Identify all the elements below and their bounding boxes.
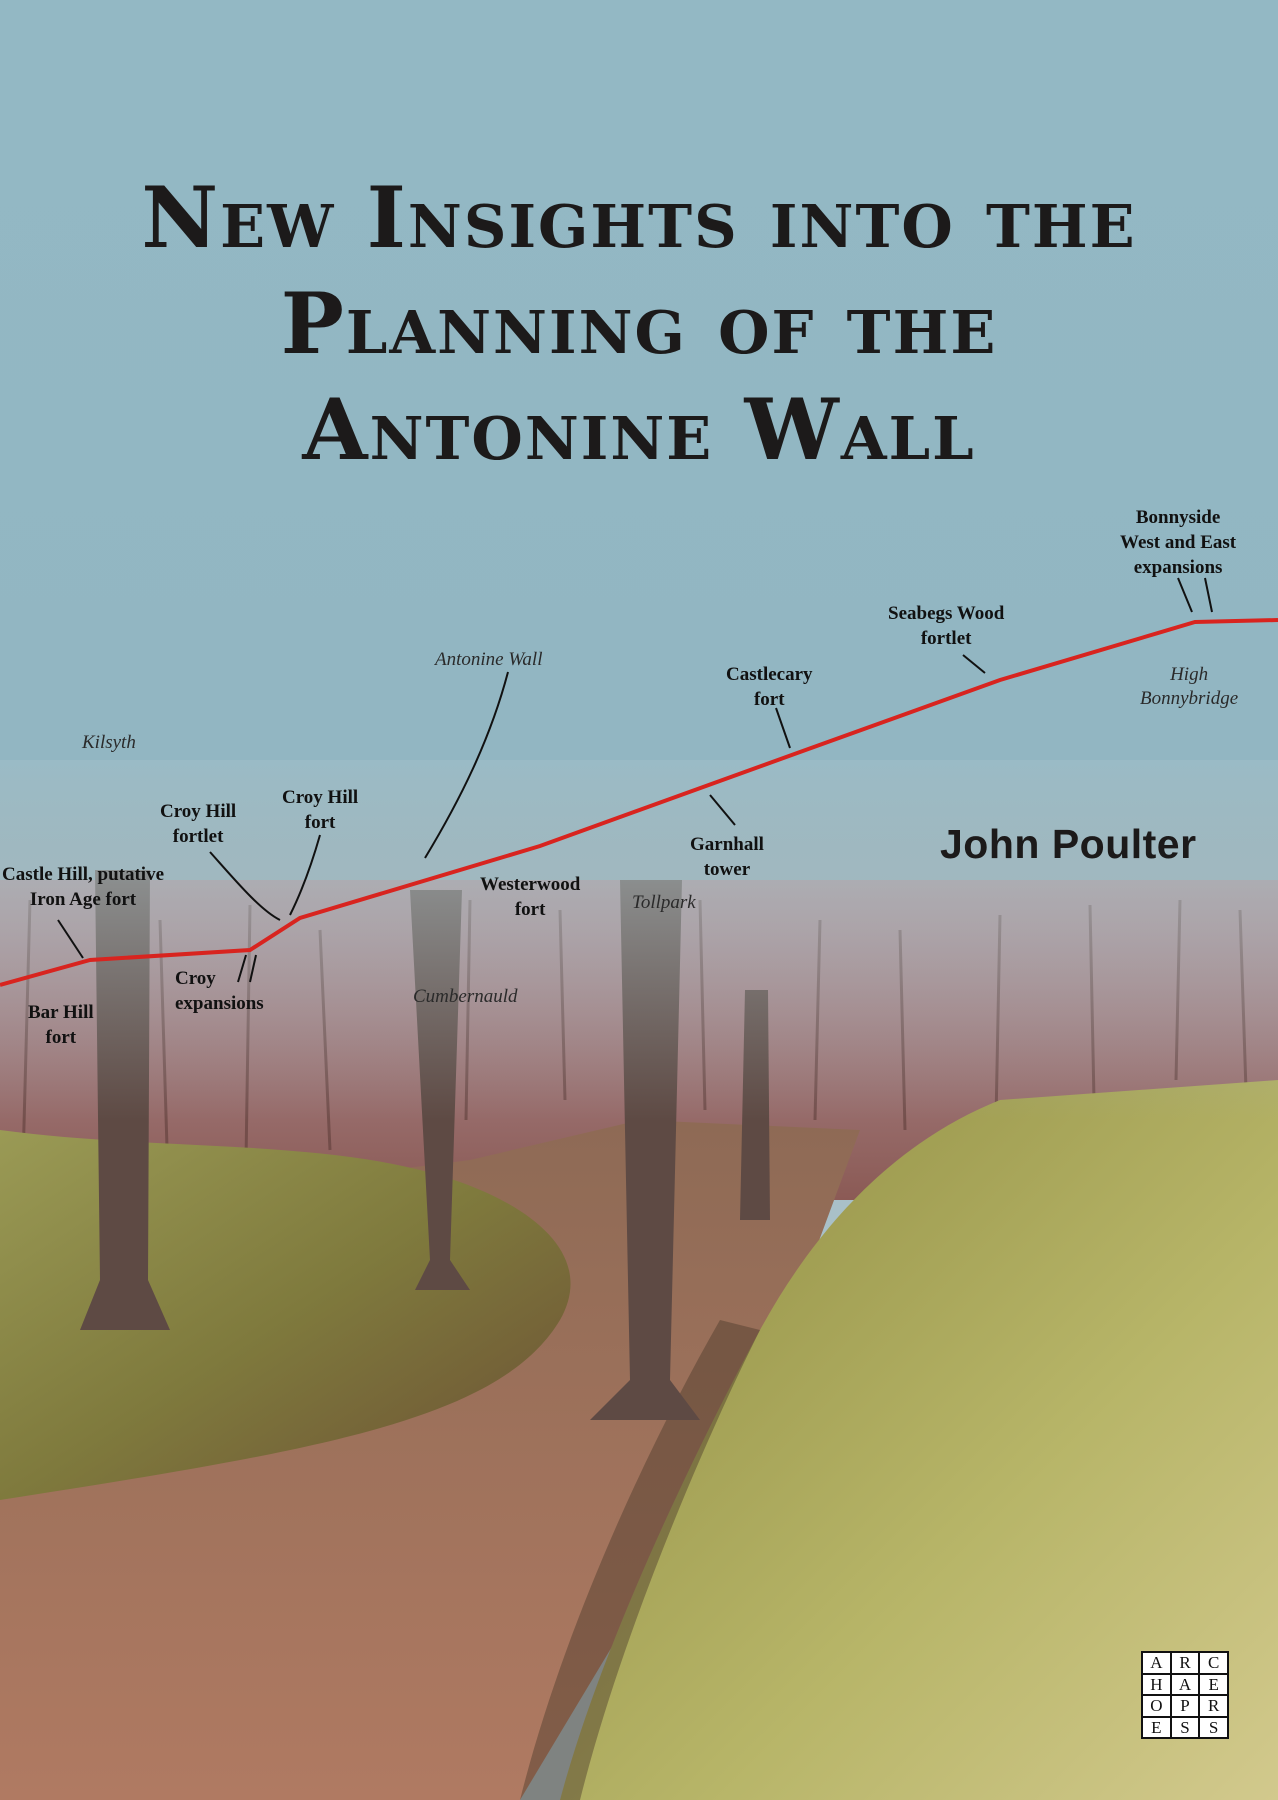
label-garnhall-tower: Garnhall tower xyxy=(690,834,764,880)
book-title: New Insights into the Planning of the An… xyxy=(0,165,1278,483)
archaeopress-logo: A R C H A E O P R E S S xyxy=(1141,1651,1229,1739)
title-line-1: New Insights into the xyxy=(141,168,1137,267)
place-antonine-wall: Antonine Wall xyxy=(435,649,543,670)
label-seabegs-wood-fortlet: Seabegs Wood fortlet xyxy=(888,603,1005,649)
place-kilsyth: Kilsyth xyxy=(82,732,136,753)
place-tollpark: Tollpark xyxy=(632,892,696,913)
place-high-bonnybridge: High Bonnybridge xyxy=(1140,664,1239,709)
label-croy-hill-fort: Croy Hill fort xyxy=(282,787,359,833)
label-bonnyside-expansions: Bonnyside West and East expansions xyxy=(1120,507,1237,578)
author-name: John Poulter xyxy=(940,821,1197,867)
label-bar-hill-fort: Bar Hill fort xyxy=(28,1002,94,1048)
label-westerwood-fort: Westerwood fort xyxy=(480,874,581,920)
label-croy-hill-fortlet: Croy Hill fortlet xyxy=(160,801,237,847)
place-cumbernauld: Cumbernauld xyxy=(413,986,518,1007)
title-line-3: Antonine Wall xyxy=(302,380,976,479)
label-croy-expansions: Croy expansions xyxy=(175,968,264,1014)
label-castlecary-fort: Castlecary fort xyxy=(726,664,813,710)
title-line-2: Planning of the xyxy=(280,274,998,373)
label-castle-hill-iron-age-fort: Castle Hill, putative Iron Age fort xyxy=(2,864,165,910)
